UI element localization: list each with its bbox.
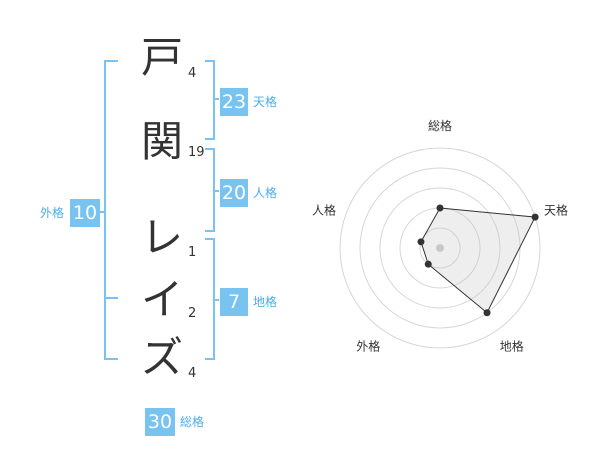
radar-axis-label: 人格	[312, 202, 336, 217]
gaikaku-inner-tick	[104, 297, 118, 299]
chikaku-label: 地格	[253, 295, 278, 309]
tenkaku-bracket-tick	[213, 98, 219, 100]
name-char-3: レ	[140, 213, 183, 262]
name-char-5: ズ	[140, 333, 183, 382]
chikaku-value: 7	[220, 288, 248, 316]
tenkaku-label: 天格	[253, 95, 278, 109]
stroke-count-2: 19	[188, 145, 205, 160]
radar-axis-label: 総格	[428, 118, 452, 133]
radar-ring	[339, 147, 541, 349]
radar-axis-label: 地格	[500, 339, 524, 354]
tenkaku-value: 23	[220, 88, 248, 116]
soukaku-label: 総格	[180, 415, 205, 429]
jinkaku-label: 人格	[253, 186, 278, 200]
radar-point	[424, 260, 432, 268]
radar-ring	[419, 227, 461, 269]
name-char-2: 関	[140, 117, 183, 166]
gaikaku-label: 外格	[40, 206, 65, 220]
name-char-1: 戸	[140, 33, 183, 82]
radar-area	[420, 207, 536, 314]
radar-point	[436, 204, 444, 212]
gaikaku-bracket-tick	[97, 211, 106, 213]
radar-ring	[379, 187, 501, 309]
radar-point	[531, 213, 539, 221]
gaikaku-value: 10	[70, 199, 100, 227]
stroke-count-4: 2	[188, 306, 197, 321]
stroke-count-1: 4	[188, 66, 197, 81]
radar-axis-label: 外格	[356, 339, 380, 354]
stroke-count-3: 1	[188, 245, 197, 260]
radar-point	[483, 309, 491, 317]
jinkaku-bracket-tick	[213, 190, 219, 192]
gaikaku-bracket	[104, 60, 118, 360]
soukaku-value: 30	[145, 408, 175, 436]
radar-axis-label: 天格	[544, 202, 568, 217]
radar-point	[417, 238, 425, 246]
tenkaku-bracket	[205, 60, 215, 140]
jinkaku-value: 20	[220, 179, 248, 207]
chikaku-bracket-tick	[213, 299, 219, 301]
name-char-4: イ	[140, 275, 183, 324]
radar-center	[436, 244, 444, 252]
stroke-count-5: 4	[188, 366, 197, 381]
